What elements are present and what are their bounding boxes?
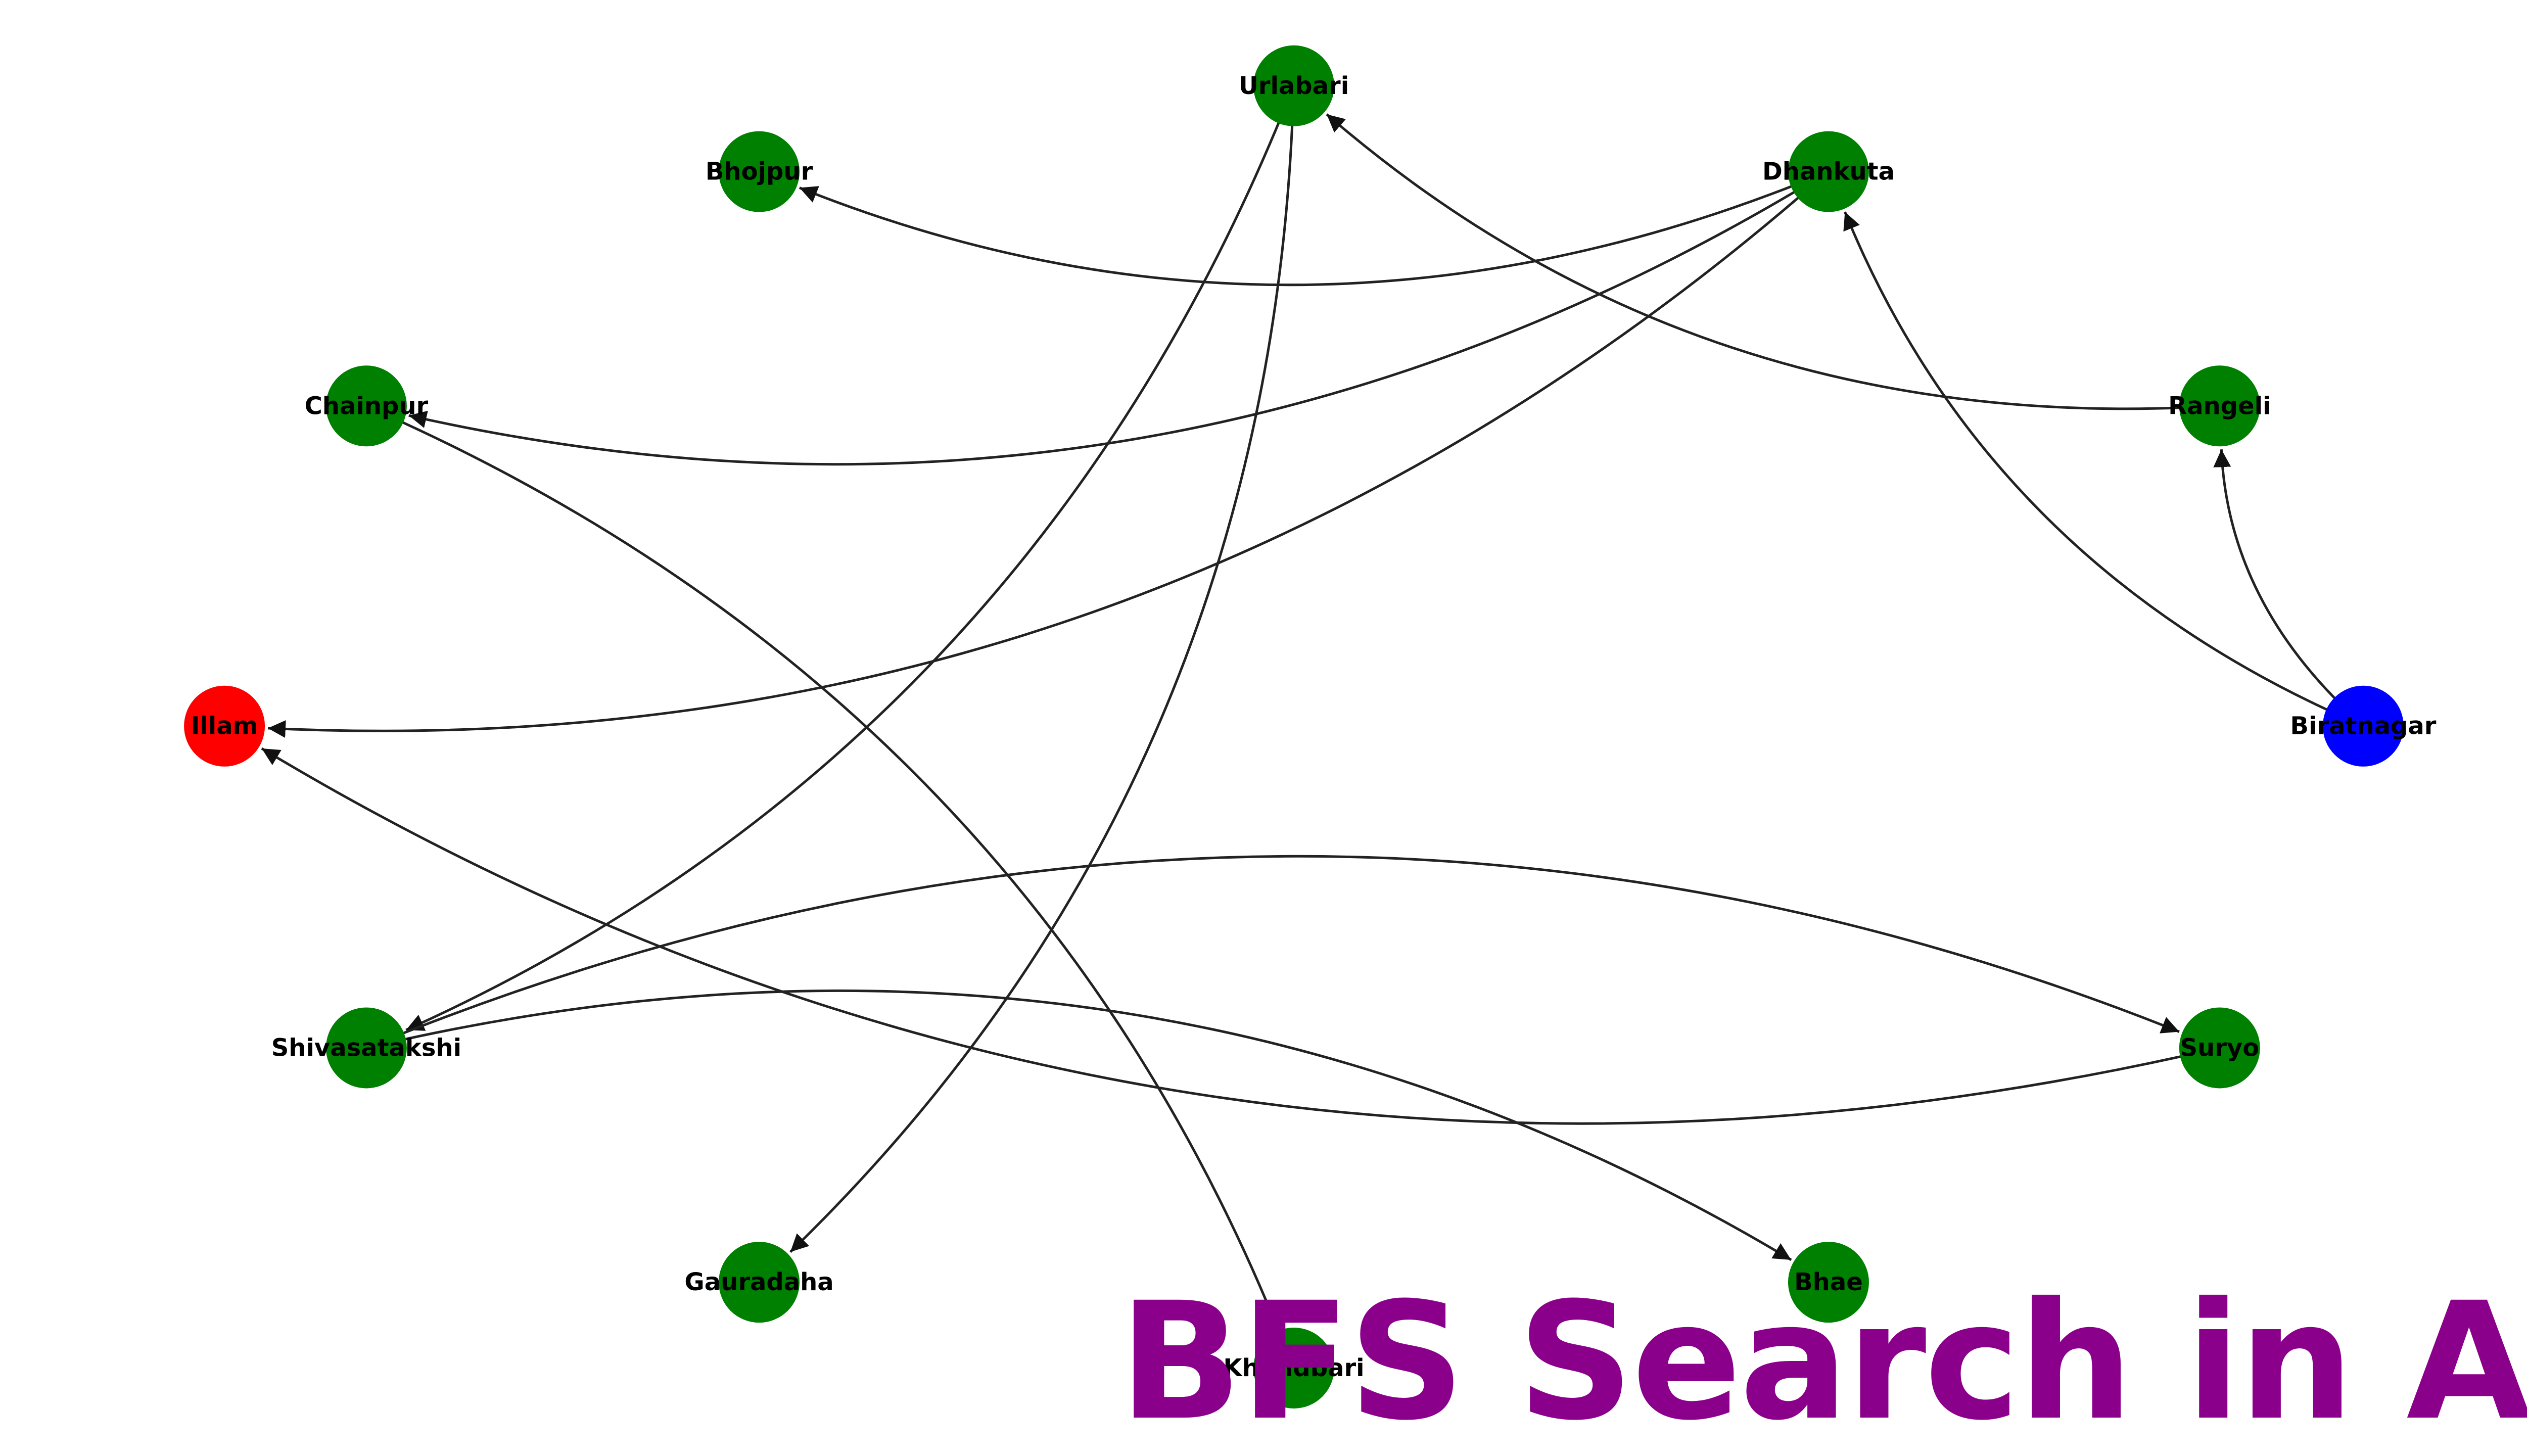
node-illam: Illam bbox=[184, 685, 265, 767]
node-dhankuta-label: Dhankuta bbox=[1762, 158, 1895, 186]
node-rangeli-circle bbox=[2179, 365, 2260, 447]
node-chainpur-label: Chainpur bbox=[305, 392, 429, 420]
edge-urlabari-to-gauradaha bbox=[789, 110, 1294, 1253]
node-khandbari-label: Khandbari bbox=[1223, 1354, 1364, 1382]
edge-biratnagar-to-dhankuta bbox=[1843, 211, 2342, 718]
node-urlabari: Urlabari bbox=[1239, 45, 1349, 126]
node-suryo-label: Suryo bbox=[2180, 1034, 2259, 1062]
node-illam-circle bbox=[184, 685, 265, 767]
node-urlabari-label: Urlabari bbox=[1239, 72, 1349, 100]
node-bhae-label: Bhae bbox=[1794, 1268, 1863, 1296]
node-khandbari: Khandbari bbox=[1223, 1327, 1365, 1408]
node-chainpur-circle bbox=[325, 365, 407, 447]
node-shivasatakshi: Shivasatakshi bbox=[271, 1007, 461, 1089]
node-shivasatakshi-label: Shivasatakshi bbox=[271, 1034, 461, 1062]
node-bhojpur-label: Bhojpur bbox=[706, 158, 813, 186]
node-urlabari-circle bbox=[1253, 45, 1334, 126]
node-bhae-circle bbox=[1788, 1242, 1869, 1323]
edge-shivasatakshi-to-suryo bbox=[388, 855, 2180, 1040]
edge-dhankuta-to-chainpur bbox=[408, 183, 1809, 466]
node-shivasatakshi-circle bbox=[325, 1007, 407, 1089]
node-dhankuta: Dhankuta bbox=[1762, 131, 1895, 212]
node-bhae: Bhae bbox=[1788, 1242, 1869, 1323]
banner-title: BFS Search in AI bbox=[1118, 1268, 2527, 1456]
node-biratnagar-label: Biratnagar bbox=[2290, 712, 2436, 740]
node-gauradaha-label: Gauradaha bbox=[684, 1268, 833, 1296]
node-suryo-circle bbox=[2179, 1007, 2260, 1089]
edge-urlabari-to-shivasatakshi bbox=[405, 108, 1286, 1031]
node-gauradaha-circle bbox=[719, 1242, 800, 1323]
node-dhankuta-circle bbox=[1788, 131, 1869, 212]
node-suryo: Suryo bbox=[2179, 1007, 2260, 1089]
node-biratnagar: Biratnagar bbox=[2290, 685, 2437, 767]
edge-chainpur-to-khandbari bbox=[388, 414, 1279, 1329]
edge-dhankuta-to-bhojpur bbox=[799, 179, 1807, 287]
edges-layer bbox=[261, 108, 2347, 1329]
edge-shivasatakshi-to-bhae bbox=[390, 989, 1792, 1261]
edge-dhankuta-to-illam bbox=[267, 186, 1811, 738]
node-khandbari-circle bbox=[1253, 1327, 1334, 1408]
edge-suryo-to-illam bbox=[261, 747, 2196, 1125]
node-rangeli: Rangeli bbox=[2168, 365, 2271, 447]
node-bhojpur: Bhojpur bbox=[706, 131, 813, 212]
node-rangeli-label: Rangeli bbox=[2168, 392, 2271, 420]
node-bhojpur-circle bbox=[719, 131, 800, 212]
edge-biratnagar-to-rangeli bbox=[2213, 449, 2347, 711]
node-illam-label: Illam bbox=[191, 712, 258, 740]
node-gauradaha: Gauradaha bbox=[684, 1242, 834, 1323]
node-chainpur: Chainpur bbox=[305, 365, 429, 447]
edge-rangeli-to-urlabari bbox=[1326, 113, 2196, 410]
node-biratnagar-circle bbox=[2322, 685, 2404, 767]
